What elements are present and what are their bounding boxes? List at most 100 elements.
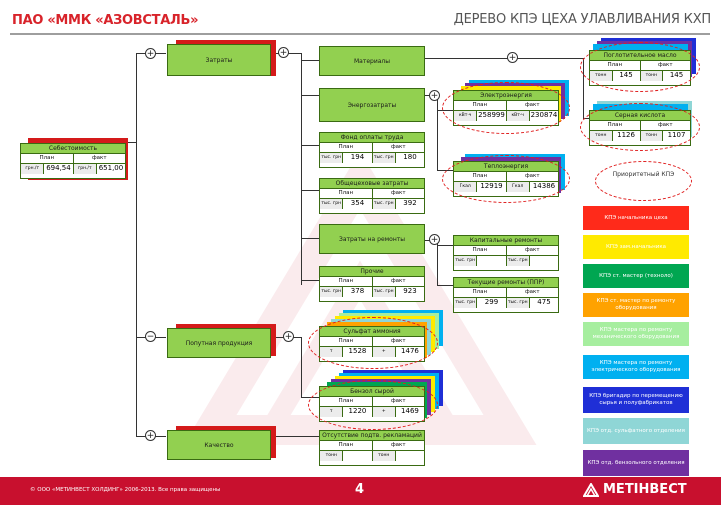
connector (301, 190, 319, 191)
node-expenses[interactable]: Затраты (167, 44, 271, 76)
unit-label: тонн (371, 451, 395, 461)
fact-value: 923 (394, 287, 424, 297)
fact-header: факт (505, 288, 559, 297)
connector (271, 436, 319, 437)
plan-header: План (338, 278, 354, 284)
unit-label: тыс. грн (371, 287, 395, 297)
unit-label: тыс. грн (320, 199, 343, 209)
priority-highlight (308, 317, 438, 369)
connector (301, 53, 302, 285)
connector (301, 337, 302, 397)
page-title: ДЕРЕВО КПЭ ЦЕХА УЛАВЛИВАНИЯ КХП (453, 12, 712, 27)
legend-item-benzene-dept: КПЭ отд. бензольного отделения (583, 450, 689, 476)
fact-header: факт (505, 246, 559, 255)
node-title: Фонд оплаты труда (320, 133, 424, 142)
legend-item-senior-master-repair: КПЭ ст. мастер по ремонту оборудования (583, 293, 689, 317)
plan-header: План (338, 190, 354, 196)
connector (127, 142, 136, 143)
footer-bar (0, 477, 721, 505)
connector (301, 145, 319, 146)
unit-label: тыс. грн (454, 298, 477, 308)
node-title: Прочие (320, 267, 424, 276)
plan-value: 694,54 (43, 164, 72, 174)
connector (583, 58, 584, 118)
unit-label: грн./т (21, 164, 44, 174)
plan-header: План (338, 442, 354, 448)
fact-header: факт (371, 277, 425, 286)
plan-header: План (338, 144, 354, 150)
node-title: Текущие ремонты (ППР) (454, 278, 558, 287)
legend-item-sulfate-dept: КПЭ отд. сульфатного отделения (583, 418, 689, 444)
unit-label: тыс. грн (320, 153, 343, 163)
connector (425, 58, 583, 59)
unit-label: грн./т (72, 164, 96, 174)
priority-highlight (580, 42, 700, 92)
node-materials[interactable]: Материалы (319, 46, 425, 76)
legend-item-transfer-foreman: КПЭ бригадир по перемещению сырья и полу… (583, 387, 689, 413)
plan-value (342, 451, 371, 461)
plan-value (476, 256, 505, 266)
connector (136, 53, 137, 436)
connector (437, 245, 453, 246)
plan-value: 194 (342, 153, 371, 163)
unit-label: тыс. грн (454, 256, 477, 266)
node-repairs[interactable]: Затраты на ремонты (319, 224, 425, 254)
legend-item-senior-master-tech: КПЭ ст. мастер (техноло) (583, 264, 689, 288)
connector (301, 238, 319, 239)
connector (437, 95, 438, 170)
legend-item-deputy-head: КПЭ зам.начальника (583, 235, 689, 259)
node-byproducts[interactable]: Попутная продукция (167, 328, 271, 358)
plan-header: План (39, 155, 55, 161)
plan-value: 354 (342, 199, 371, 209)
node-quality[interactable]: Качество (167, 430, 271, 460)
expand-toggle[interactable]: + (278, 47, 289, 58)
fact-value (394, 451, 424, 461)
collapse-toggle[interactable]: − (145, 331, 156, 342)
connector (301, 95, 319, 96)
unit-label: тыс. грн (371, 199, 395, 209)
connector (301, 280, 319, 281)
fact-value: 475 (528, 298, 558, 308)
fact-value: 392 (394, 199, 424, 209)
plan-header: План (472, 289, 488, 295)
unit-label: тонн (320, 451, 343, 461)
node-title: Капитальные ремонты (454, 236, 558, 245)
expand-toggle[interactable]: + (283, 331, 294, 342)
priority-legend-label: Приоритетный КПЭ (612, 171, 675, 178)
fact-value: 180 (394, 153, 424, 163)
unit-label: тыс. грн (320, 287, 343, 297)
fact-value: 651,00 (95, 164, 125, 174)
node-title: Себестоимость (21, 144, 125, 153)
expand-toggle[interactable]: + (507, 52, 518, 63)
fact-value (528, 256, 558, 266)
brand-name: МЕТІНВЕСТ (603, 482, 687, 497)
plan-value: 299 (476, 298, 505, 308)
legend-item-shop-head: КПЭ начальника цеха (583, 206, 689, 230)
unit-label: тыс. грн (371, 153, 395, 163)
fact-header: факт (371, 189, 425, 198)
priority-highlight (442, 82, 570, 134)
legend-item-elec-repair-master: КПЭ мастера по ремонту электрического об… (583, 355, 689, 379)
priority-highlight (442, 155, 570, 203)
expand-toggle[interactable]: + (145, 430, 156, 441)
node-title: Общецеховые затраты (320, 179, 424, 188)
node-energy[interactable]: Энергозатраты (319, 88, 425, 122)
connector (437, 240, 438, 285)
connector (301, 60, 319, 61)
connector (437, 285, 453, 286)
expand-toggle[interactable]: + (429, 234, 440, 245)
fact-header: факт (371, 143, 425, 152)
company-title: ПАО «ММК «АЗОВСТАЛЬ» (12, 13, 199, 28)
expand-toggle[interactable]: + (429, 90, 440, 101)
expand-toggle[interactable]: + (145, 48, 156, 59)
legend-item-mech-repair-master: КПЭ мастера по ремонту механического обо… (583, 322, 689, 346)
page-number: 4 (355, 482, 365, 497)
unit-label: тыс. грн (505, 298, 529, 308)
